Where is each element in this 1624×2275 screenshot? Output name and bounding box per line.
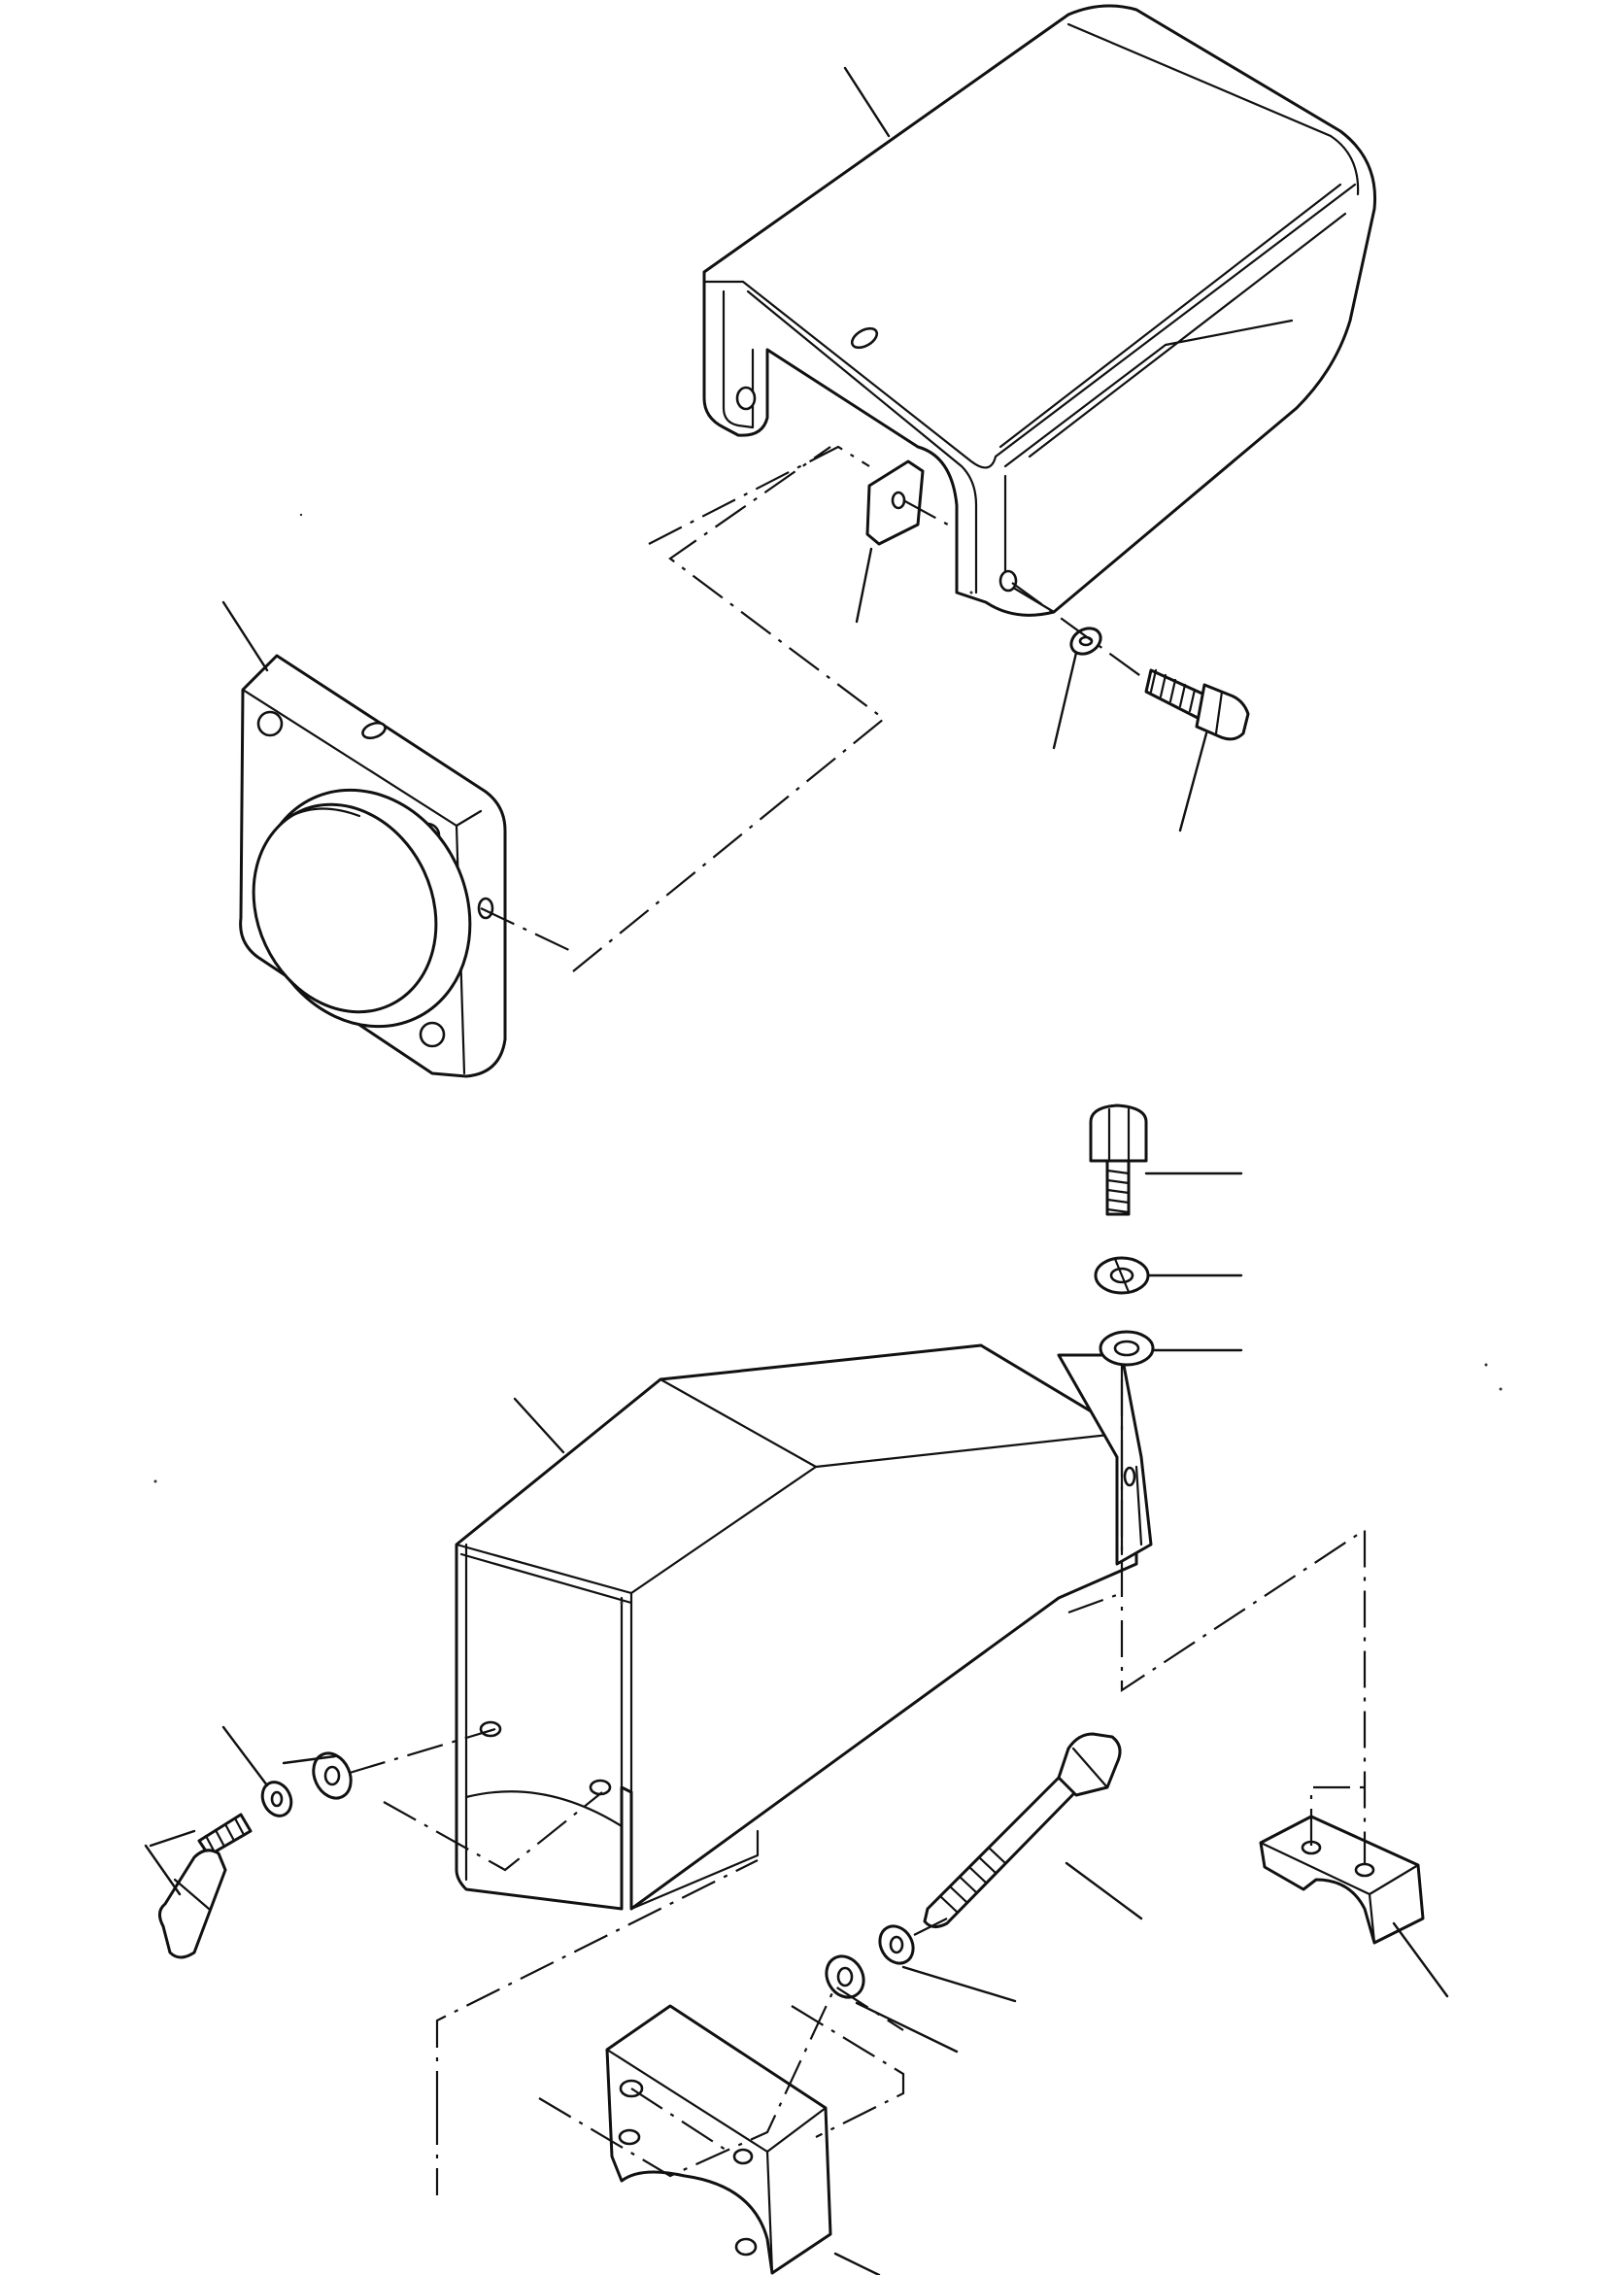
washer-upper xyxy=(1069,627,1102,656)
bolt-left xyxy=(158,1813,253,1959)
long-bolt xyxy=(923,1732,1122,1928)
flange-bearing xyxy=(239,654,507,1078)
lock-washer-left xyxy=(260,1781,293,1817)
lock-washer-right xyxy=(1094,1256,1150,1295)
clamp-block-right xyxy=(1259,1815,1425,1945)
washer-right xyxy=(1099,1330,1155,1367)
bolt-right-top xyxy=(1089,1104,1148,1216)
clamp-block-lower xyxy=(605,2004,832,2275)
washer-left xyxy=(312,1751,353,1800)
bolt-upper xyxy=(1144,668,1250,741)
small-plate xyxy=(865,459,925,546)
upper-cover xyxy=(702,4,1377,617)
lock-washer-lower xyxy=(878,1924,915,1965)
washer-lower xyxy=(825,1954,865,1999)
